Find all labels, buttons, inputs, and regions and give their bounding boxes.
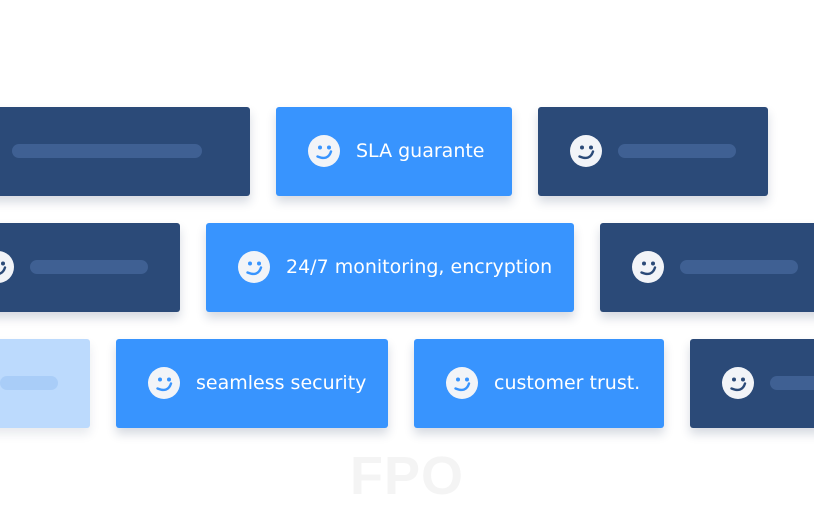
placeholder-bar [680,260,798,274]
placeholder-tile [538,107,768,196]
tile-label: customer trust. [494,372,641,394]
tile-customer-trust[interactable]: customer trust. [414,339,664,428]
placeholder-bar [30,260,148,274]
smiley-icon [308,135,340,167]
tile-label: 24/7 monitoring, encryption [286,256,553,278]
smiley-icon [446,367,478,399]
fpo-watermark: FPO [350,446,465,506]
placeholder-tile [0,339,90,428]
smiley-icon [570,135,602,167]
tile-seamless-security[interactable]: seamless security [116,339,388,428]
smiley-icon [148,367,180,399]
tile-label: SLA guarante [356,140,485,162]
placeholder-tile [0,223,180,312]
tile-monitoring-encryption[interactable]: 24/7 monitoring, encryption [206,223,574,312]
smiley-icon [238,251,270,283]
placeholder-tile [0,107,250,196]
placeholder-tile [690,339,814,428]
tile-sla-guarantee[interactable]: SLA guarante [276,107,512,196]
smiley-icon [632,251,664,283]
smiley-icon [0,251,14,283]
smiley-icon [722,367,754,399]
placeholder-bar [770,376,814,390]
tile-label: seamless security [196,372,367,394]
placeholder-bar [0,376,58,390]
placeholder-bar [618,144,736,158]
placeholder-bar [12,144,202,158]
placeholder-tile [600,223,814,312]
